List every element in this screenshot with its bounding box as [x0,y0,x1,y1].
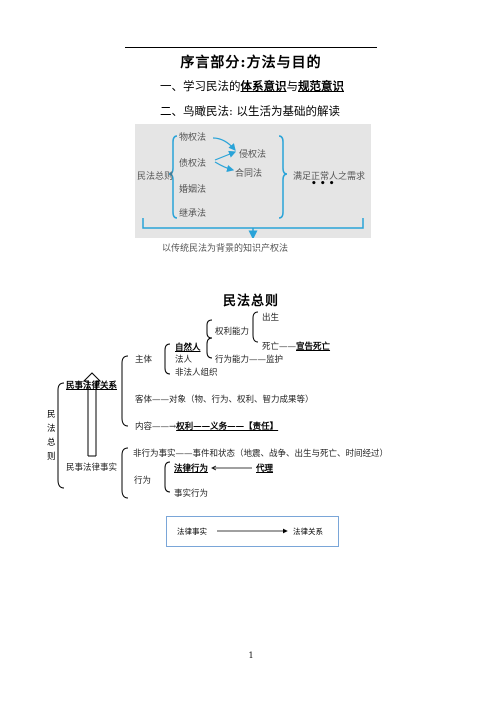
object-label: 客体——对象（物、行为、权利、智力成果等） [135,395,314,405]
agency-label: 代理 [256,464,274,474]
page-title: 序言部分:方法与目的 [180,55,322,71]
overview-branch-succession: 继承法 [179,209,207,219]
civil-law-overview-diagram: 民法总则 物权法 债权法 婚姻法 继承法 侵权法 合同法 满足正常人之需求 • … [135,124,371,238]
death-label: 死亡——宣告死亡 [262,340,330,352]
overview-ellipsis: • • • [311,179,335,189]
overview-lines [142,135,364,238]
fact-relation-box: 法律事实 法律关系 [166,516,339,547]
civil-legal-fact-label: 民事法律事实 [66,463,118,473]
civil-relation-label: 民事法律关系 [66,381,118,391]
root-label: 民 法 总 则 [47,408,59,464]
section-title-general-provisions: 民法总则 [222,294,279,309]
root-char-2: 法 [47,424,56,434]
root-char-3: 总 [47,438,56,448]
factual-act-label: 事实行为 [174,489,209,499]
rights-capacity-label: 权利能力 [215,327,250,337]
birth-label: 出生 [262,313,280,323]
legal-fact-box-label: 法律事实 [177,527,207,536]
overview-right-label: 满足正常人之需求 [293,172,366,182]
non-legal-org-label: 非法人组织 [175,368,218,378]
declared-death-label: 宣告死亡 [296,342,331,352]
heading-one: 一、学习民法的体系意识与规范意识 [160,78,344,94]
content-rights-duties: 权利——义务——【责任】 [176,422,279,432]
root-char-1: 民 [47,410,56,420]
heading-one-term1: 体系意识 [240,79,287,93]
overview-branch-marriage: 婚姻法 [179,185,207,195]
legal-relation-box-label: 法律关系 [293,527,323,536]
page-number: 1 [248,651,254,660]
content-label: 内容——→权利——义务——【责任】 [135,420,278,432]
act-capacity-label: 行为能力——监护 [215,355,284,365]
header-rule [125,47,377,48]
overview-left-label: 民法总则 [137,172,174,182]
overview-bottom-label: 以传统民法为背景的知识产权法 [162,244,289,254]
heading-one-term2: 规范意识 [298,79,344,93]
overview-sub-tort: 侵权法 [239,150,267,160]
heading-one-prefix: 一、学习民法的 [160,79,241,93]
fact-relation-arrow [217,528,288,534]
overview-branch-property: 物权法 [179,133,207,143]
root-char-4: 则 [47,452,56,462]
legal-act-label: 法律行为 [174,464,209,474]
non-act-fact-label: 非行为事实——事件和状态（地震、战争、出生与死亡、时间经过） [133,449,389,459]
heading-one-mid: 与 [286,79,299,93]
overview-branch-obligation: 债权法 [179,159,207,169]
content-prefix: 内容——→ [135,422,177,432]
natural-person-label: 自然人 [175,343,201,353]
heading-two: 二、鸟瞰民法: 以生活为基础的解读 [160,104,341,118]
legal-person-label: 法人 [175,355,193,365]
overview-sub-contract: 合同法 [235,169,263,179]
subject-label: 主体 [135,355,153,365]
death-text: 死亡—— [262,342,297,352]
act-label: 行为 [134,476,152,486]
